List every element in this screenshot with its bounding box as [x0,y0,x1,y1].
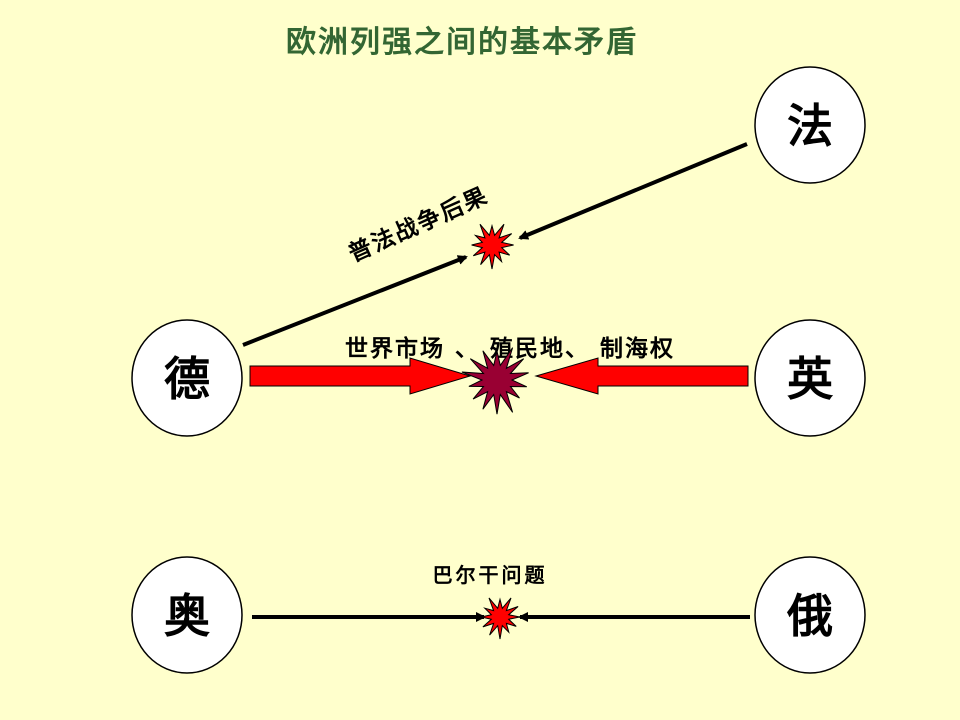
node-france-label: 法 [787,99,833,153]
node-russia: 俄 [754,556,866,674]
burst-icon [481,597,520,640]
arrow-france-to-conflict [518,142,748,240]
burst-shape [481,597,520,640]
block-arrow-germany [249,357,472,395]
node-britain: 英 [754,319,866,437]
node-russia-label: 俄 [786,589,833,643]
node-austria: 奥 [131,556,243,674]
burst-shape [461,347,529,415]
arrow-germany-to-conflict-top [242,255,468,347]
burst-icon [471,223,514,270]
node-germany-label: 德 [164,352,210,406]
node-germany: 德 [131,319,243,437]
burst-icon [461,347,529,415]
label-austro-russian: 巴尔干问题 [433,563,548,587]
page-title: 欧洲列强之间的基本矛盾 [286,25,638,60]
burst-shape [471,223,514,270]
block-arrow-britain [534,357,749,395]
label-franco-prussian: 普法战争后果 [344,182,492,268]
node-britain-label: 英 [787,352,834,406]
node-austria-label: 奥 [164,589,210,643]
node-france: 法 [754,66,866,184]
